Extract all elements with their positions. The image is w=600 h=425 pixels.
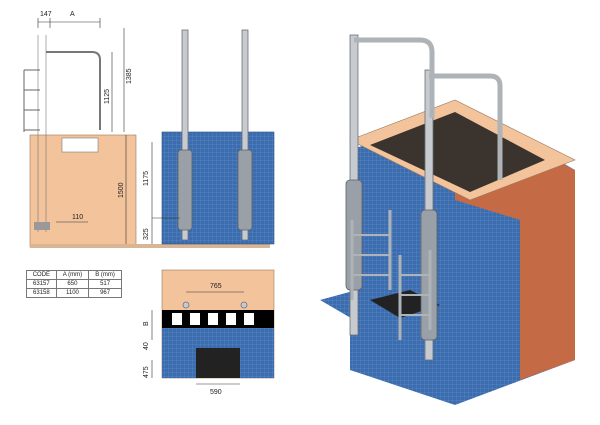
left-column	[181, 29, 189, 241]
dim-ticks-top	[37, 18, 101, 28]
table-cell: 63158	[26, 288, 57, 298]
table-cell: 650	[55, 279, 90, 289]
right-cylinder	[237, 149, 253, 231]
table-header-code: CODE	[26, 270, 57, 280]
dim-label-475: 475	[143, 366, 150, 378]
table-header-b: B (mm)	[88, 270, 122, 280]
iso-handrail-right	[429, 73, 503, 180]
gutter-openings	[172, 313, 254, 325]
plan-post-right	[240, 301, 248, 309]
isometric-view	[320, 34, 576, 405]
ladder-steps	[24, 69, 40, 131]
dim-label-B: B	[143, 321, 150, 326]
dim-label-1385: 1385	[126, 68, 133, 84]
dim-label-40: 40	[143, 342, 150, 350]
table-cell: 517	[88, 279, 122, 289]
table-row: 63157 650 517	[26, 279, 122, 289]
table-row: 63158 1100 967	[26, 288, 122, 298]
dim-label-1500: 1500	[118, 182, 125, 198]
handrail-curve	[46, 51, 101, 130]
dim-label-765: 765	[210, 283, 222, 290]
table-header-a: A (mm)	[55, 270, 90, 280]
floor-line	[30, 244, 270, 248]
plan-grate	[196, 348, 240, 378]
dimension-table: CODE A (mm) B (mm) 63157 650 517 63158 1…	[26, 270, 122, 298]
dim-label-1125: 1125	[104, 89, 111, 104]
iso-ladder-steps	[352, 234, 390, 276]
dim-label-590: 590	[210, 389, 222, 396]
side-elevation-view: 147 A 1125 1385 1500 110	[23, 11, 270, 248]
iso-ladder-rails	[350, 210, 392, 300]
dim-label-1175: 1175	[143, 171, 150, 186]
iso-handrail-left	[354, 37, 435, 118]
plan-post-left	[182, 301, 190, 309]
iso-ladder2-steps	[400, 274, 430, 316]
dim-label-147: 147	[40, 11, 52, 18]
dim-label-325: 325	[143, 228, 150, 240]
rail-foot	[34, 222, 50, 230]
table-cell: 1100	[55, 288, 90, 298]
right-column	[241, 29, 249, 241]
left-cylinder	[177, 149, 193, 231]
table-cell: 63157	[26, 279, 57, 289]
dim-label-A: A	[70, 11, 75, 18]
plan-view: 765 B 40 475 590	[143, 269, 275, 396]
table-header-row: CODE A (mm) B (mm)	[26, 270, 122, 280]
anchor-block	[61, 137, 99, 153]
front-elevation-view: 1175 325	[143, 29, 275, 245]
dim-label-110: 110	[72, 214, 83, 221]
iso-ladder2-rails	[398, 250, 432, 340]
table-cell: 967	[88, 288, 122, 298]
